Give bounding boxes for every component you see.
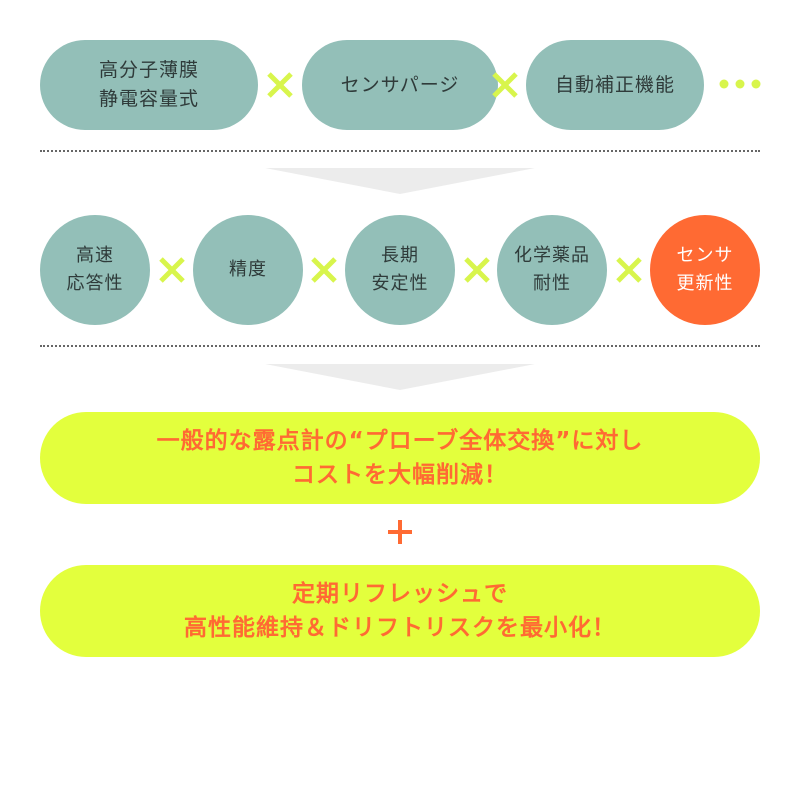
multiply-icon	[267, 72, 293, 98]
circle-line2: 応答性	[66, 273, 124, 294]
banner-line1: 定期リフレッシュで	[292, 581, 508, 607]
feature-pill-sensor-purge: センサパージ	[302, 40, 498, 130]
benefit-circle-chemical-resistance: 化学薬品 耐性	[497, 215, 607, 325]
circle-line2: 安定性	[371, 273, 429, 294]
multiply-icon	[616, 257, 642, 283]
banner-line2: コストを大幅削減！	[291, 462, 508, 488]
pill-line2: 静電容量式	[98, 88, 199, 110]
circle-line1: 精度	[229, 259, 267, 280]
benefit-circle-long-term-stability: 長期 安定性	[345, 215, 455, 325]
plus-icon	[388, 520, 412, 544]
multiply-icon	[311, 257, 337, 283]
ellipsis-icon	[719, 79, 761, 89]
circle-line1: 高速	[76, 245, 114, 266]
circle-line2: 耐性	[533, 273, 571, 294]
dotted-divider	[40, 150, 760, 152]
banner-line2: 高性能維持＆ドリフトリスクを最小化！	[184, 615, 616, 641]
benefit-circle-sensor-renewability: センサ 更新性	[650, 215, 760, 325]
benefit-circle-accuracy: 精度	[193, 215, 303, 325]
dotted-divider	[40, 345, 760, 347]
circle-line1: センサ	[676, 245, 734, 266]
pill-line1: 自動補正機能	[554, 73, 675, 96]
multiply-icon	[492, 72, 518, 98]
circle-line1: 化学薬品	[514, 245, 590, 266]
multiply-icon	[464, 257, 490, 283]
down-arrow-icon	[265, 168, 535, 194]
multiply-icon	[159, 257, 185, 283]
cost-reduction-banner: 一般的な露点計の“プローブ全体交換”に対し コストを大幅削減！	[40, 412, 760, 504]
banner-line1: 一般的な露点計の“プローブ全体交換”に対し	[156, 428, 644, 454]
feature-pill-polymer-capacitive: 高分子薄膜 静電容量式	[40, 40, 258, 130]
circle-line2: 更新性	[676, 273, 734, 294]
pill-line1: 高分子薄膜	[98, 59, 199, 81]
circle-line1: 長期	[381, 245, 419, 266]
pill-line1: センサパージ	[340, 73, 460, 96]
refresh-benefit-banner: 定期リフレッシュで 高性能維持＆ドリフトリスクを最小化！	[40, 565, 760, 657]
benefit-circle-fast-response: 高速 応答性	[40, 215, 150, 325]
down-arrow-icon	[265, 364, 535, 390]
feature-pill-auto-calibration: 自動補正機能	[526, 40, 704, 130]
